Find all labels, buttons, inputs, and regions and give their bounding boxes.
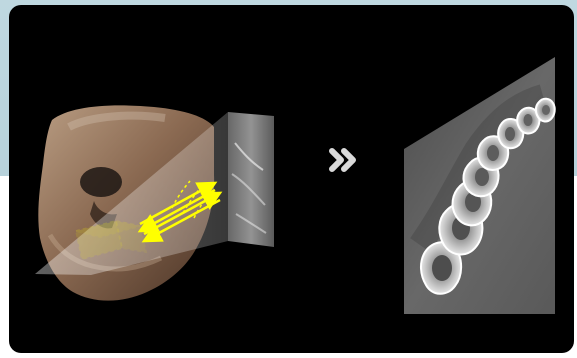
3d-skull-with-oblique-slice-icon (35, 105, 274, 300)
eye-socket (80, 167, 122, 197)
double-chevron-right-icon (332, 151, 353, 169)
axial-jaw-slice-icon (404, 57, 555, 314)
tooth-8 (536, 99, 555, 122)
panoramic-slice (228, 112, 274, 247)
